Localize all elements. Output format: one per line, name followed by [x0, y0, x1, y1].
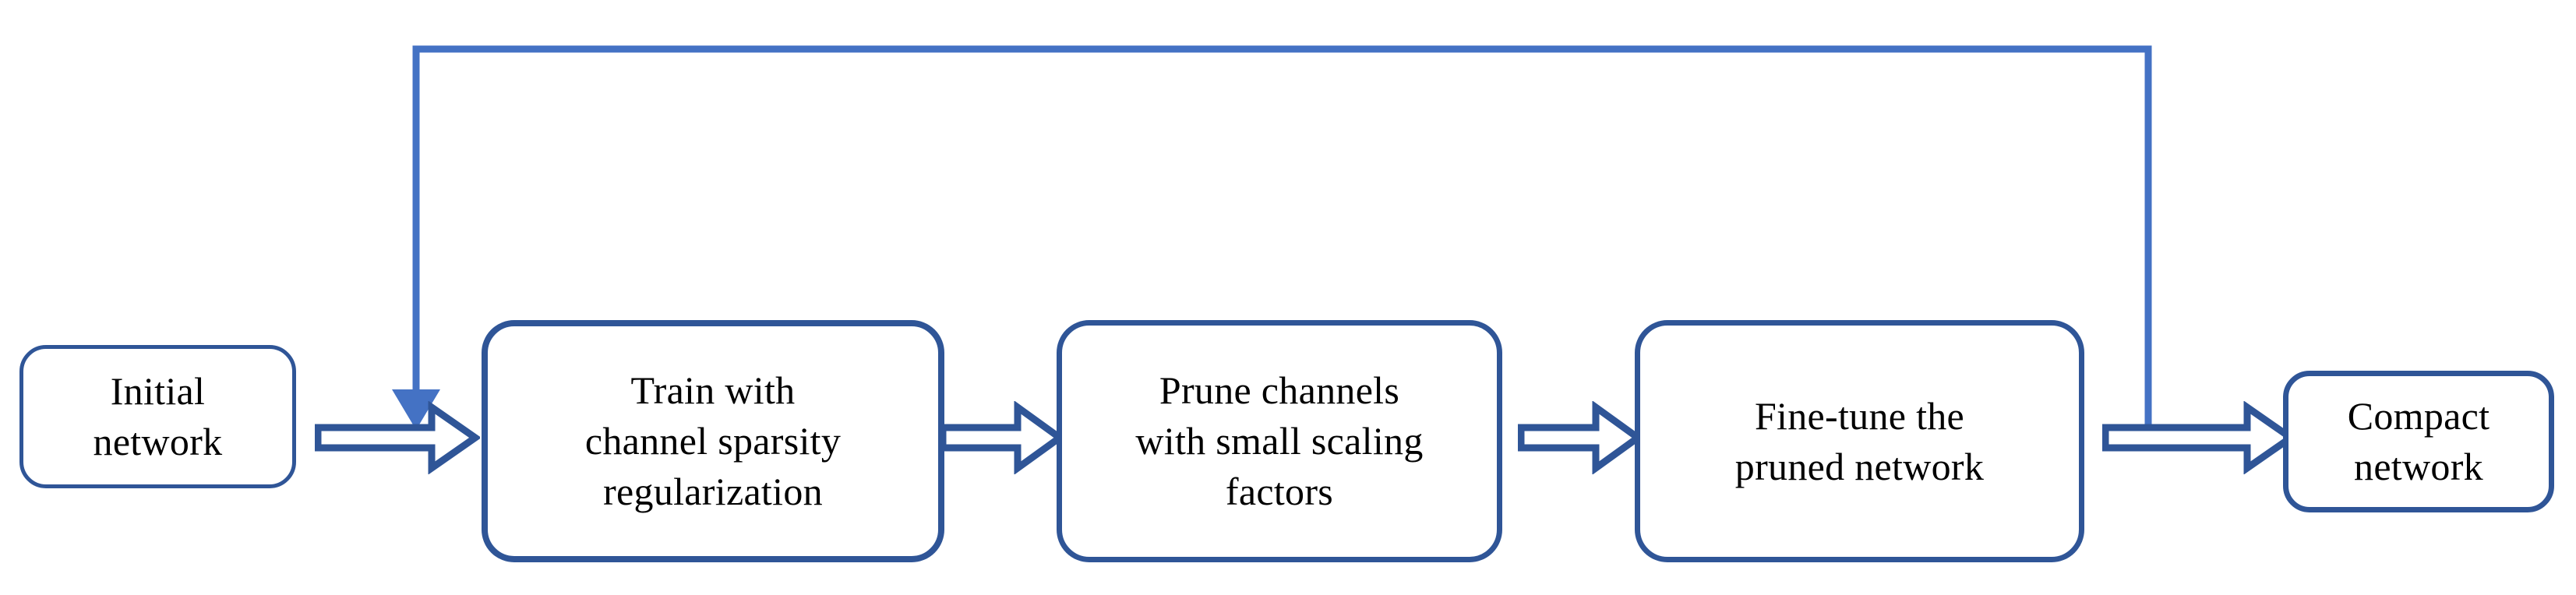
node-finetune-label: Fine-tune the pruned network: [1734, 393, 1985, 488]
node-initial-network[interactable]: Initial network: [19, 345, 296, 488]
node-initial-network-label: Initial network: [93, 369, 223, 463]
node-train-with-channel-sparsity-regularization[interactable]: Train with channel sparsity regularizati…: [482, 320, 944, 562]
arrow-prune-to-finetune: [1518, 401, 1643, 474]
arrow-finetune-to-compact: [2102, 401, 2295, 474]
node-prune-label: Prune channels with small scaling factor…: [1135, 368, 1424, 513]
node-train-label: Train with channel sparsity regularizati…: [584, 368, 842, 513]
node-prune-channels-with-small-scaling-factors[interactable]: Prune channels with small scaling factor…: [1057, 320, 1502, 562]
node-compact-network-label: Compact network: [2347, 394, 2490, 488]
arrow-initial-to-train: [315, 401, 480, 474]
arrow-train-to-prune: [940, 401, 1064, 474]
node-compact-network[interactable]: Compact network: [2283, 371, 2554, 512]
node-fine-tune-the-pruned-network[interactable]: Fine-tune the pruned network: [1635, 320, 2084, 562]
